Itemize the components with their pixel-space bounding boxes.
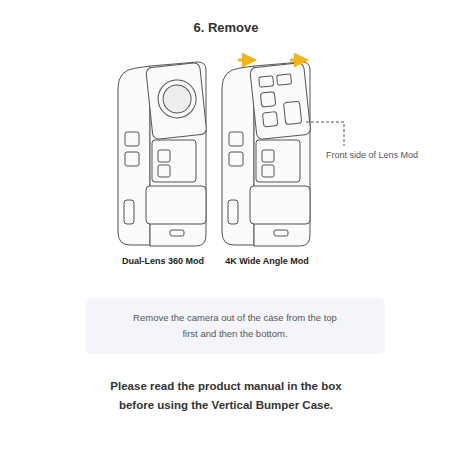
caption: Please read the product manual in the bo… xyxy=(96,377,356,415)
part-label: Front side of Lens Mod xyxy=(326,150,446,160)
leader-line xyxy=(306,122,344,146)
note-text: Remove the camera out of the case from t… xyxy=(125,310,345,342)
part-label: Dual-Lens 360 Mod xyxy=(108,256,218,266)
camera-360 xyxy=(118,62,207,246)
part-label: 4K Wide Angle Mod xyxy=(212,256,322,266)
note-box: Remove the camera out of the case from t… xyxy=(85,298,385,354)
title: 6. Remove xyxy=(0,20,452,35)
camera-4k xyxy=(222,62,311,246)
